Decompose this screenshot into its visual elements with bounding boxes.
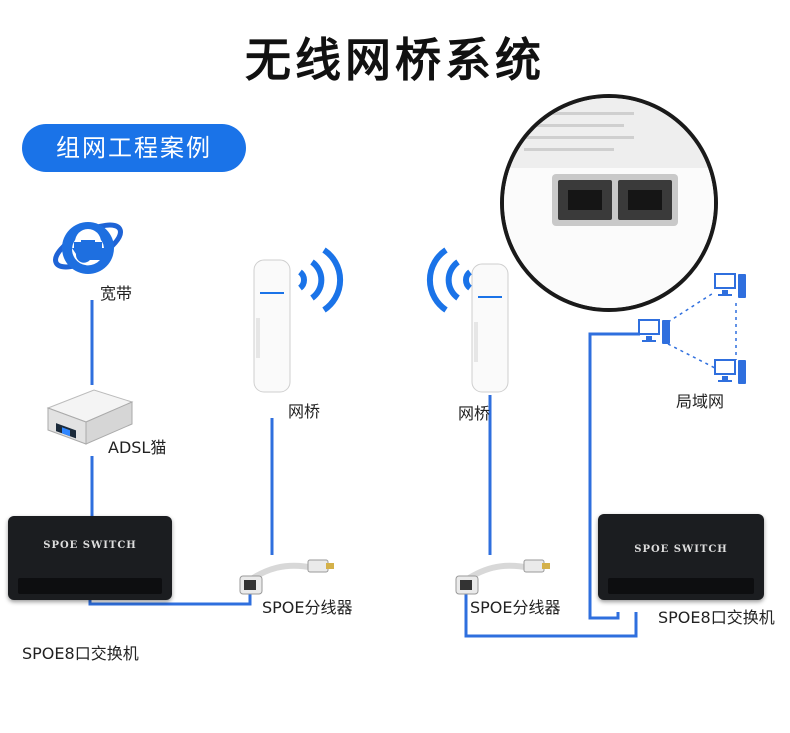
label-splitter-right: SPOE分线器 bbox=[470, 598, 561, 617]
label-broadband: 宽带 bbox=[100, 284, 133, 303]
spoe-switch-right: SPOE SWITCH bbox=[598, 514, 764, 600]
adsl-modem-device bbox=[46, 389, 134, 445]
link-switch-splitter-left bbox=[88, 594, 252, 606]
port-closeup-circle bbox=[500, 94, 718, 312]
computer-icon-top bbox=[714, 273, 746, 298]
wireless-bridge-left bbox=[253, 259, 291, 393]
computer-icon-hub bbox=[638, 319, 670, 344]
switch-ports-left bbox=[18, 578, 162, 594]
switch-brand-right: SPOE SWITCH bbox=[634, 544, 728, 555]
spoe-switch-left: SPOE SWITCH bbox=[8, 516, 172, 600]
label-lan: 局域网 bbox=[676, 392, 725, 411]
wifi-signal-right-icon bbox=[297, 247, 344, 313]
label-adsl-modem: ADSL猫 bbox=[108, 438, 167, 457]
label-switch-left: SPOE8口交换机 bbox=[22, 644, 139, 663]
computer-icon-bottom bbox=[714, 359, 746, 384]
lan-link-top bbox=[667, 291, 716, 323]
label-splitter-left: SPOE分线器 bbox=[262, 598, 353, 617]
page-title: 无线网桥系统 bbox=[245, 33, 545, 87]
device-label-area bbox=[504, 98, 714, 178]
internet-explorer-icon bbox=[53, 222, 123, 274]
label-switch-right: SPOE8口交换机 bbox=[658, 608, 775, 627]
link-splitter-switch-right bbox=[464, 594, 638, 638]
spoe-splitter-left bbox=[239, 559, 334, 595]
section-badge: 组网工程案例 bbox=[22, 124, 246, 172]
label-bridge-left: 网桥 bbox=[288, 402, 321, 421]
switch-brand-left: SPOE SWITCH bbox=[43, 540, 137, 551]
wireless-bridge-right bbox=[471, 263, 509, 393]
switch-ports-right bbox=[608, 578, 754, 594]
label-bridge-right: 网桥 bbox=[458, 404, 491, 423]
lan-link-bottom bbox=[667, 343, 716, 369]
spoe-splitter-right bbox=[455, 559, 550, 595]
link-switch-lan bbox=[588, 332, 640, 620]
ethernet-ports bbox=[552, 174, 678, 226]
wifi-signal-left-icon bbox=[426, 247, 473, 313]
